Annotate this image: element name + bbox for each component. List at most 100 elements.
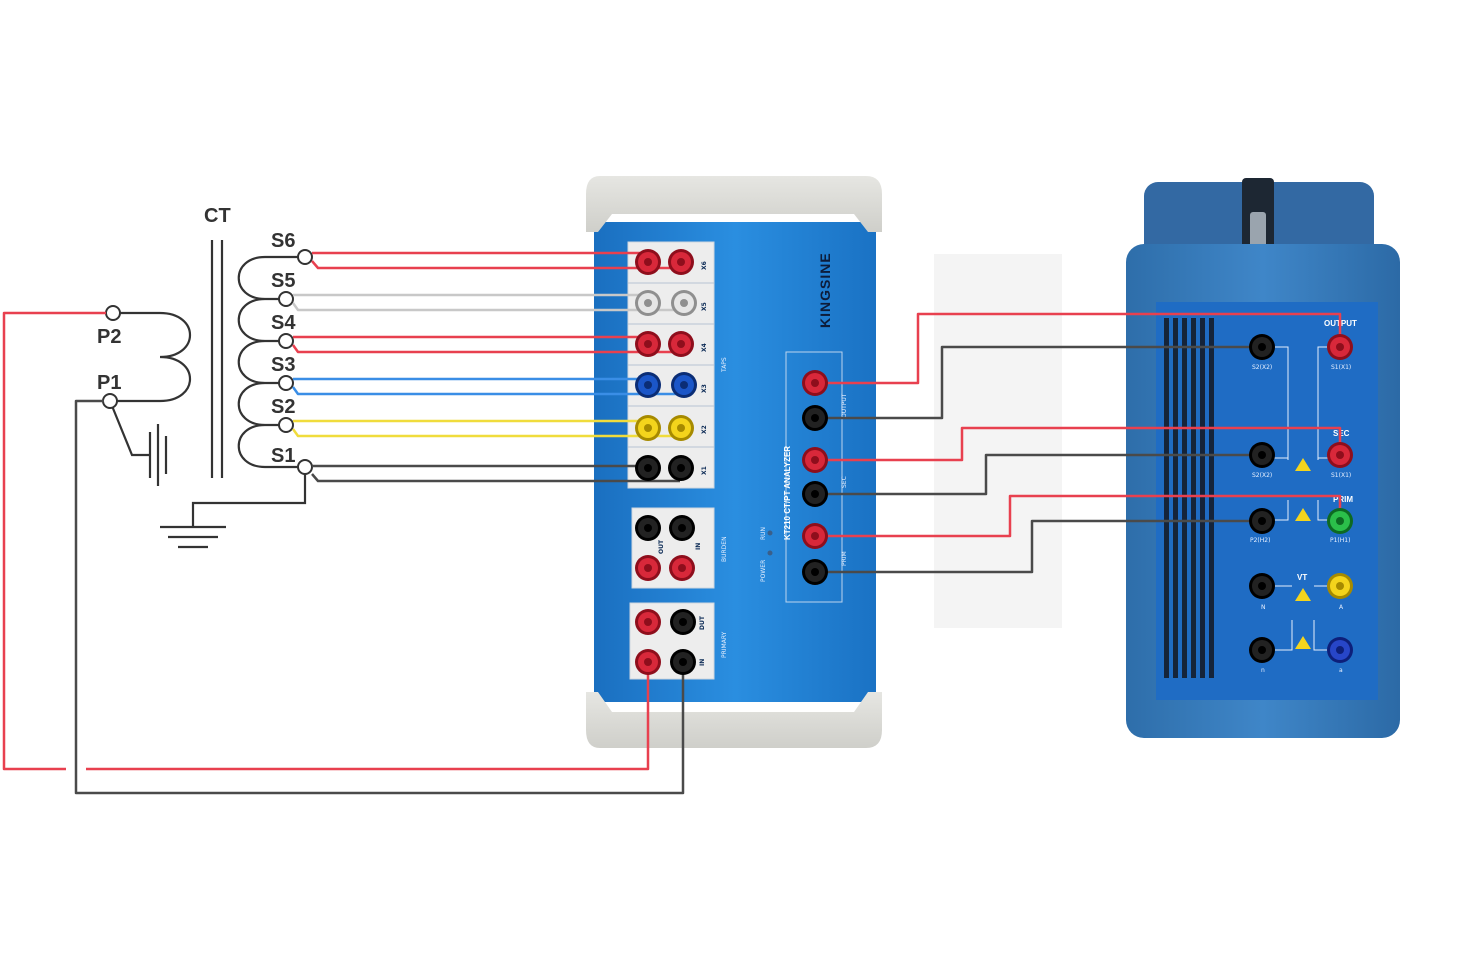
tap-x3-label: X3 — [701, 384, 708, 393]
jack-output-2[interactable] — [802, 405, 828, 431]
jack-primary-dut-right[interactable] — [670, 609, 696, 635]
primary-label-p2: P2 — [97, 326, 121, 348]
tap-label-s6: S6 — [271, 230, 295, 252]
tester-jack-sec-s2[interactable] — [1249, 442, 1275, 468]
background-panel — [934, 254, 1062, 628]
tap-x2-label: X2 — [701, 425, 708, 434]
jack-x1-right[interactable] — [668, 455, 694, 481]
power-label: POWER — [760, 560, 767, 582]
jack-primary-dut-left[interactable] — [635, 609, 661, 635]
jack-output-1[interactable] — [802, 370, 828, 396]
tester-jack-sec-s1[interactable] — [1327, 442, 1353, 468]
jack-x5-left[interactable] — [635, 290, 661, 316]
jack-x4-right[interactable] — [668, 331, 694, 357]
primary-label: PRIMARY — [721, 631, 728, 658]
analyzer-model: KT210 CT/PT ANALYZER — [783, 446, 792, 540]
wire-prim-dark — [815, 519, 1262, 574]
wire-s1-b — [311, 473, 680, 483]
burden-out-label: OUT — [658, 539, 665, 554]
jack-label-sec-s2: S2(X2) — [1252, 472, 1272, 479]
analyzer-sec-label: SEC — [841, 476, 848, 488]
primary-dut-label: DUT — [699, 615, 706, 630]
tap-x1-label: X1 — [701, 466, 708, 475]
tap-label-s4: S4 — [271, 312, 296, 334]
jack-x6-left[interactable] — [635, 249, 661, 275]
jack-x4-left[interactable] — [635, 331, 661, 357]
jack-x2-right[interactable] — [668, 415, 694, 441]
jack-label-out-s1: S1(X1) — [1331, 364, 1351, 371]
wire-p2-red — [2, 311, 650, 771]
terminal-p2 — [105, 305, 121, 321]
jack-x3-left[interactable] — [635, 372, 661, 398]
wire-prim-red — [815, 494, 1342, 538]
run-label: RUN — [760, 527, 767, 540]
tester-jack-vt-a[interactable] — [1327, 573, 1353, 599]
primary-label-p1: P1 — [97, 372, 121, 394]
jack-primary-in-left[interactable] — [635, 649, 661, 675]
jack-x2-left[interactable] — [635, 415, 661, 441]
analyzer-output-label: OUTPUT — [841, 393, 848, 418]
tap-label-s2: S2 — [271, 396, 295, 418]
wire-sec-red — [815, 426, 1342, 462]
jack-label-vt-a: A — [1339, 604, 1344, 611]
jack-prim-2[interactable] — [802, 559, 828, 585]
jack-burden-in-bot[interactable] — [669, 555, 695, 581]
power-led — [767, 550, 773, 556]
ct-schematic — [108, 240, 307, 549]
analyzer-brand: KINGSINE — [817, 252, 833, 328]
jack-burden-out-bot[interactable] — [635, 555, 661, 581]
primary-in-label: IN — [699, 659, 706, 666]
tester-jack-prim-p2[interactable] — [1249, 508, 1275, 534]
ct-title: CT — [204, 205, 231, 227]
terminal-s1 — [297, 459, 313, 475]
jacks — [635, 249, 1353, 675]
jack-burden-out-top[interactable] — [635, 515, 661, 541]
jack-label-prim-p1: P1(H1) — [1330, 537, 1350, 544]
tester-jack-bot-n[interactable] — [1249, 637, 1275, 663]
tap-label-s5: S5 — [271, 270, 295, 292]
wires — [2, 251, 1342, 795]
analyzer-taps-label: TAPS — [721, 357, 728, 373]
tap-x6-label: X6 — [701, 261, 708, 270]
tap-label-s1: S1 — [271, 445, 295, 467]
tester-jack-prim-p1[interactable] — [1327, 508, 1353, 534]
terminal-s6 — [297, 249, 313, 265]
burden-label: BURDEN — [721, 536, 728, 562]
wire-s4-b — [291, 344, 680, 354]
wire-output-red — [815, 312, 1342, 385]
tester-jack-bot-a[interactable] — [1327, 637, 1353, 663]
tester-jack-vt-n[interactable] — [1249, 573, 1275, 599]
tester-jack-out-s1[interactable] — [1327, 334, 1353, 360]
ct-terminals — [102, 249, 313, 475]
tap-x5-label: X5 — [701, 302, 708, 311]
tester-sec-label: SEC — [1333, 429, 1350, 438]
jack-sec-2[interactable] — [802, 481, 828, 507]
jack-sec-1[interactable] — [802, 447, 828, 473]
tester-vt-label: VT — [1297, 573, 1307, 582]
jack-x5-right[interactable] — [671, 290, 697, 316]
tap-label-s3: S3 — [271, 354, 295, 376]
jack-label-bot-a: a — [1339, 667, 1343, 674]
jack-x3-right[interactable] — [671, 372, 697, 398]
jack-label-sec-s1: S1(X1) — [1331, 472, 1351, 479]
jack-prim-1[interactable] — [802, 523, 828, 549]
jack-label-out-s2: S2(X2) — [1252, 364, 1272, 371]
wire-output-dark — [815, 345, 1262, 420]
jack-x1-left[interactable] — [635, 455, 661, 481]
jack-primary-in-right[interactable] — [670, 649, 696, 675]
terminal-p1 — [102, 393, 118, 409]
tester-jack-out-s2[interactable] — [1249, 334, 1275, 360]
jack-burden-in-top[interactable] — [669, 515, 695, 541]
burden-in-label: IN — [695, 543, 702, 550]
jack-label-prim-p2: P2(H2) — [1250, 537, 1270, 544]
terminal-s2 — [278, 417, 294, 433]
analyzer-device — [586, 176, 882, 748]
wire-p1-dark — [74, 399, 685, 795]
wire-s6-b — [311, 260, 680, 270]
terminal-s3 — [278, 375, 294, 391]
tester-prim-label: PRIM — [1333, 495, 1353, 504]
jack-x6-right[interactable] — [668, 249, 694, 275]
wire-s3-b — [291, 386, 684, 396]
wire-s2-b — [291, 428, 680, 438]
